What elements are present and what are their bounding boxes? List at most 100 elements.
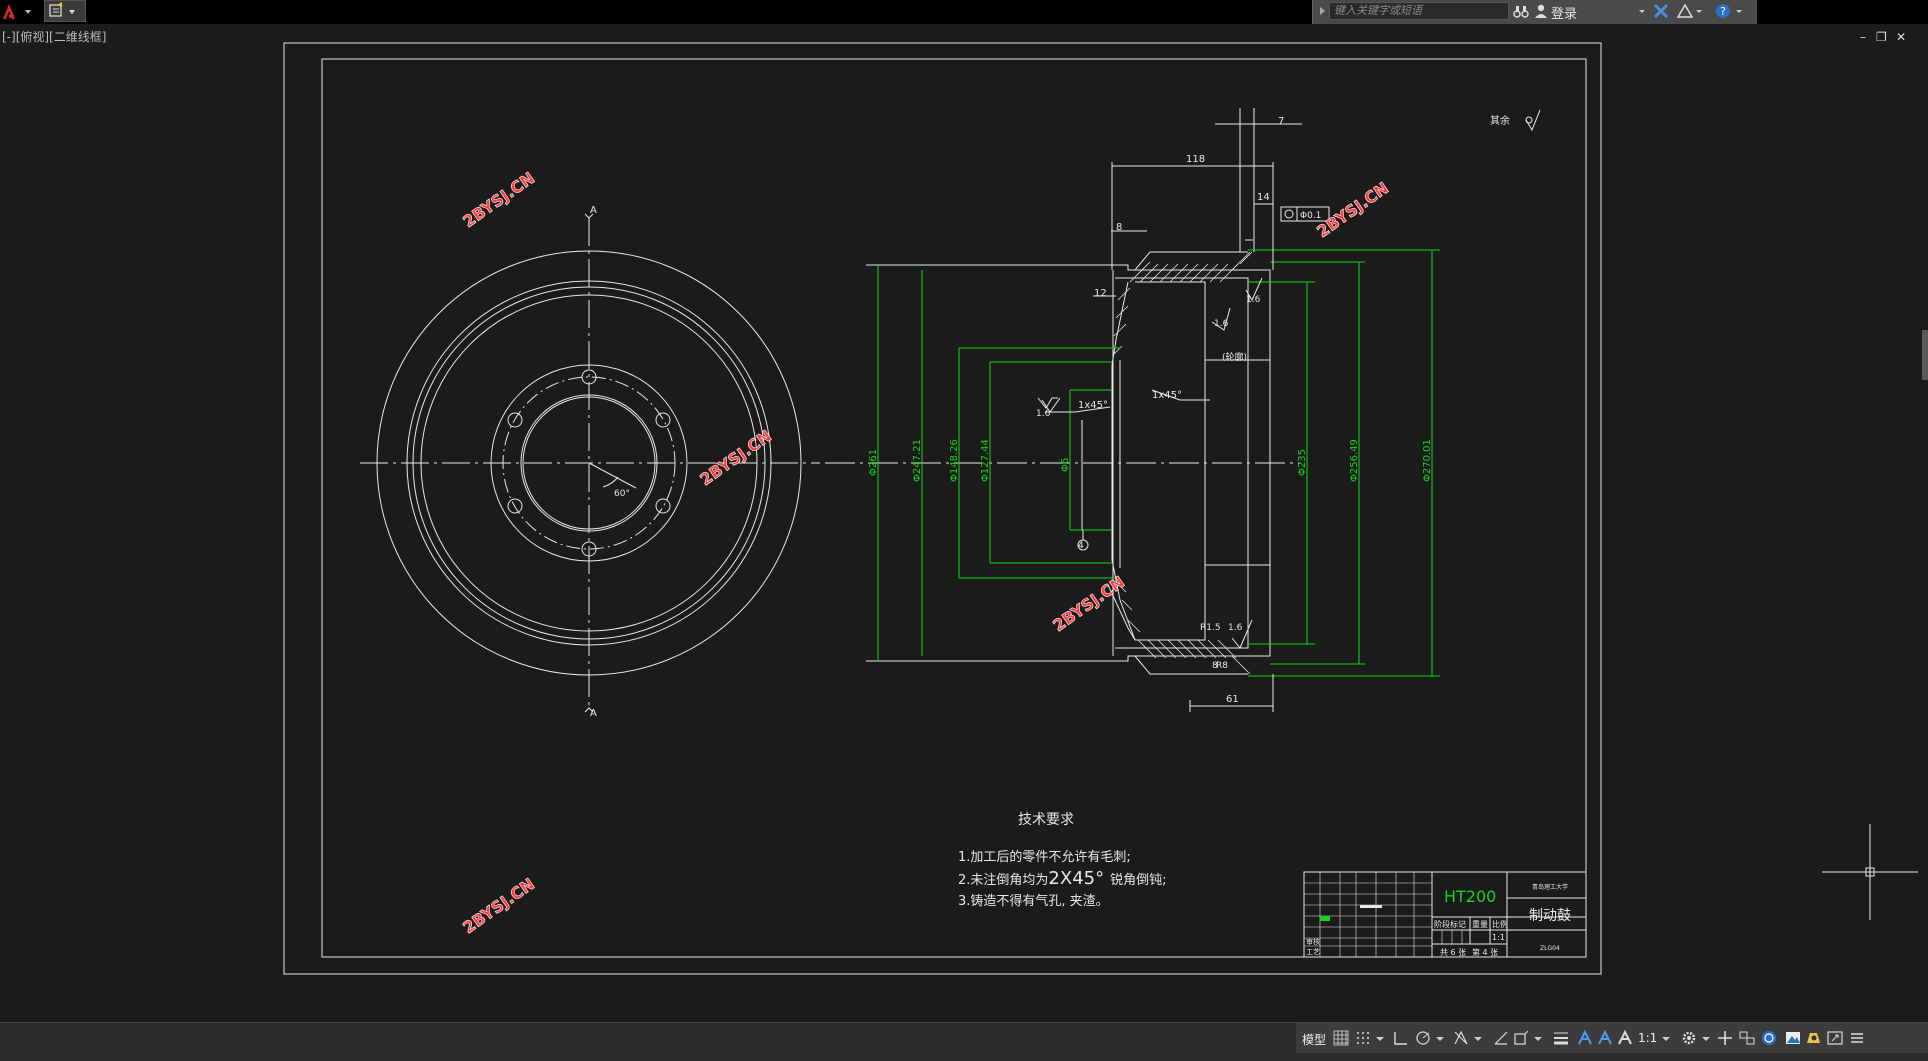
scale-dropdown-icon[interactable] [1658,1029,1676,1047]
object-snap-icon[interactable] [1512,1029,1530,1047]
inner-frame [321,58,1587,958]
tech-req-item-2-suffix: 锐角倒钝; [1110,873,1166,888]
plus-icon[interactable] [1716,1029,1734,1047]
exchange-apps-icon[interactable] [1653,3,1669,19]
vertical-scrollbar[interactable] [1922,330,1928,380]
svg-text:?: ? [1720,5,1726,18]
isolate-objects-icon[interactable] [1804,1029,1822,1047]
polar-tracking-icon[interactable] [1414,1029,1432,1047]
dim-8: 8 [1116,222,1122,233]
tech-req-title: 技术要求 [1018,812,1074,828]
customization-menu-icon[interactable] [1848,1029,1866,1047]
snap-dropdown-icon[interactable] [1372,1029,1390,1047]
hatch-top [1113,251,1253,355]
model-tab[interactable]: 模型 [1302,1033,1327,1047]
tech-req-item-2-big: 2X45° [1048,868,1104,889]
dia-148: Φ148.26 [949,439,960,482]
front-view [360,213,820,713]
gear-dropdown-icon[interactable] [1698,1029,1716,1047]
workspace-gear-icon[interactable] [1680,1029,1698,1047]
outer-frame [283,42,1602,975]
dim-angle: 60° [614,489,630,499]
help-icon[interactable]: ? [1715,3,1731,19]
dim-8b: 8 [1212,661,1218,671]
annotation-auto-icon[interactable] [1616,1029,1634,1047]
clean-screen-icon[interactable] [1826,1029,1844,1047]
section-view [825,108,1300,675]
viewport-controls-label[interactable]: [-][俯视][二维线框] [2,30,107,44]
dim-r-a: R1.5 [1200,623,1221,633]
search-input[interactable]: 键入关键字或短语 [1329,2,1509,20]
quick-access-toolbar[interactable] [44,0,86,22]
material-label: HT200 [1444,887,1496,906]
dim-chamfer-1: 1x45° [1152,390,1182,401]
hardware-acceleration-icon[interactable] [1784,1029,1802,1047]
application-menu-button[interactable] [0,0,40,24]
units-icon[interactable] [1738,1029,1756,1047]
dia-127: Φ127.44 [980,439,991,482]
dim-ra-d: 1.6 [1228,623,1243,633]
tech-req-item-1: 1.加工后的零件不允许有毛刺; [958,849,1131,865]
info-center: 键入关键字或短语 登录 ? [1312,0,1757,24]
restore-button[interactable]: ❐ [1876,30,1887,44]
object-snap-tracking-icon[interactable] [1492,1029,1510,1047]
code-label: ZLG04 [1540,945,1560,952]
dim-7: 7 [1278,116,1284,127]
section-mark-bottom: A [590,708,597,719]
dim-chamfer-2: 1x45° [1078,400,1108,411]
dia-270: Φ270.01 [1422,439,1433,482]
technical-requirements: 技术要求 1.加工后的零件不允许有毛刺; 2.未注倒角均为2X45°锐角倒钝; … [958,812,1166,909]
dim-r8: R8 [1216,661,1228,671]
login-button[interactable]: 登录 [1551,7,1578,22]
review-label: 审核 [1306,937,1320,946]
autodesk-a360-icon[interactable] [1677,3,1693,19]
lineweight-icon[interactable] [1552,1029,1570,1047]
dim-118: 118 [1186,154,1205,165]
watermark-3: 2BYSJ.CN [696,426,775,489]
title-bar: 键入关键字或短语 登录 ? [0,0,1928,24]
watermark-5: 2BYSJ.CN [459,874,538,937]
watermarks: 2BYSJ.CN 2BYSJ.CN 2BYSJ.CN 2BYSJ.CN 2BYS… [459,168,1392,938]
dim-ra-c: 1.6 [1036,409,1051,419]
ortho-icon[interactable] [1392,1029,1410,1047]
binoculars-icon[interactable] [1513,3,1529,19]
osnap-dropdown-icon[interactable] [1530,1029,1548,1047]
dim-bolt: 4 [1078,541,1084,551]
isodraft-icon[interactable] [1452,1029,1470,1047]
dim-ra-b: 1.6 [1214,319,1229,329]
iso-dropdown-icon[interactable] [1470,1029,1488,1047]
close-button[interactable]: ✕ [1896,30,1907,44]
dia-6: Φ6 [1060,458,1071,472]
dia-256: Φ256.49 [1349,439,1360,482]
title-block: HT200 青岛理工大学 制动鼓 阶段标记 重量 比例 1:1 共 6 张 第 … [1303,871,1587,958]
dim-61: 61 [1226,694,1239,705]
annotation-scale-icon[interactable] [1576,1029,1594,1047]
snap-icon[interactable] [1354,1029,1372,1047]
scale-dropdown[interactable]: 1:1 [1638,1031,1658,1045]
annotation-visibility-icon[interactable] [1596,1029,1614,1047]
part-name-label: 制动鼓 [1529,908,1571,924]
dim-tolspan: (轮廓) [1222,351,1247,363]
polar-dropdown-icon[interactable] [1432,1029,1450,1047]
crosshair-cursor [1822,824,1918,920]
dropdown-arrow-icon-2[interactable] [1693,3,1709,19]
diameter-labels: Φ261 Φ247.21 Φ148.26 Φ127.44 Φ6 Φ235 Φ25… [868,439,1433,482]
hatch-bottom [1115,581,1251,675]
grid-icon[interactable] [1332,1029,1350,1047]
dia-261: Φ261 [868,449,879,476]
dropdown-arrow-icon[interactable] [1635,3,1651,19]
quick-properties-icon[interactable] [1760,1029,1778,1047]
drawing-canvas[interactable]: A A 其余 7 118 14 8 12 Φ0.1 1.6 1.6 1x45° … [0,24,1928,1022]
weight-label: 重量 [1472,919,1488,929]
dim-12: 12 [1094,288,1107,299]
sheets-label: 共 6 张 [1440,948,1466,957]
status-toolbar: 模型 1:1 [1296,1023,1928,1053]
tech-req-item-3: 3.铸造不得有气孔, 夹渣。 [958,893,1109,909]
watermark-1: 2BYSJ.CN [459,168,538,231]
section-mark-top: A [590,205,597,216]
help-dropdown-icon[interactable] [1733,3,1749,19]
expand-arrow-icon[interactable] [1315,3,1331,19]
minimize-button[interactable]: – [1860,30,1866,44]
workspace-icon [49,2,75,17]
autocad-logo-icon [3,4,31,19]
